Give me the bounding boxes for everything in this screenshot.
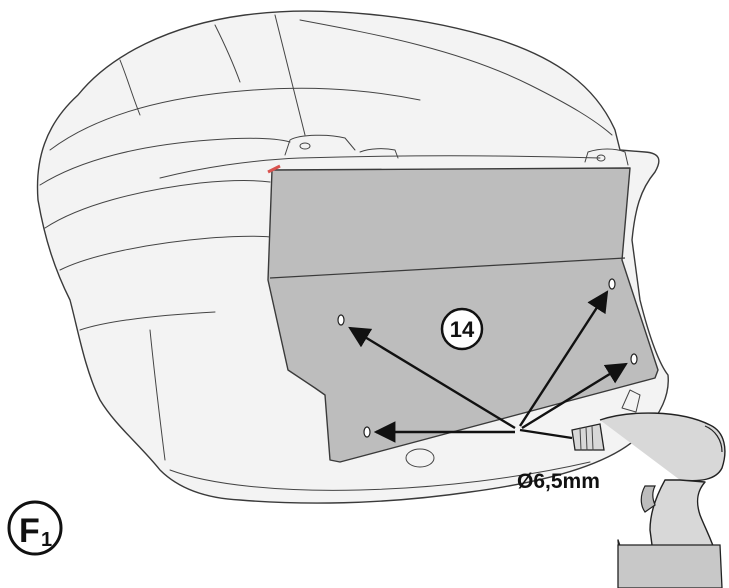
plate-fold-line bbox=[269, 257, 626, 279]
figure-label-circle bbox=[7, 500, 63, 556]
arrow-to-lower-right-hole bbox=[521, 362, 628, 430]
lid-handle-slot bbox=[359, 148, 399, 159]
shell-ridge-3 bbox=[119, 59, 141, 116]
drill-size-label: Ø6,5mm bbox=[517, 470, 600, 493]
part-number-label: 14 bbox=[450, 317, 475, 342]
arrow-to-upper-right-hole bbox=[518, 290, 609, 427]
drill-arrows bbox=[348, 290, 628, 443]
hinge-hole-1 bbox=[299, 142, 311, 150]
chuck-ridges bbox=[579, 425, 594, 451]
arrow-to-upper-left-hole bbox=[348, 326, 516, 430]
bottom-knob bbox=[405, 448, 435, 468]
figure-label: F 1 bbox=[7, 500, 63, 556]
drill-hole-upper-left bbox=[337, 314, 345, 326]
lower-line-1 bbox=[79, 311, 216, 331]
bottom-edge bbox=[169, 461, 591, 491]
drill-trigger bbox=[640, 485, 656, 513]
shell-line-1 bbox=[49, 87, 421, 151]
shell-line-4 bbox=[59, 235, 271, 271]
part-callout-circle bbox=[440, 307, 484, 351]
rear-latch bbox=[584, 148, 629, 166]
shell-ridge-1 bbox=[214, 24, 241, 83]
drill-rear-cap bbox=[704, 425, 723, 453]
part-callout: 14 bbox=[440, 307, 484, 351]
lower-line-2 bbox=[149, 329, 166, 461]
drill-bit-line bbox=[519, 428, 573, 440]
shell-ridge-2 bbox=[274, 14, 306, 136]
drill-hole-upper-right bbox=[608, 278, 616, 290]
drill-hole-lower-left bbox=[363, 426, 371, 438]
latch-hole bbox=[596, 154, 606, 162]
drill-hole-lower-right bbox=[630, 353, 638, 365]
drill-battery bbox=[617, 544, 723, 588]
lid-seam bbox=[159, 155, 601, 179]
figure-label-subscript: 1 bbox=[41, 529, 52, 551]
shell-line-2 bbox=[39, 137, 291, 186]
plate-top-red-edge bbox=[267, 164, 281, 174]
shell-line-3 bbox=[44, 180, 271, 229]
hinge-housing bbox=[284, 134, 356, 156]
electric-drill-icon bbox=[571, 412, 726, 588]
shell-top-curve bbox=[299, 19, 613, 136]
right-clip bbox=[621, 389, 641, 413]
figure-label-letter: F bbox=[19, 512, 40, 550]
